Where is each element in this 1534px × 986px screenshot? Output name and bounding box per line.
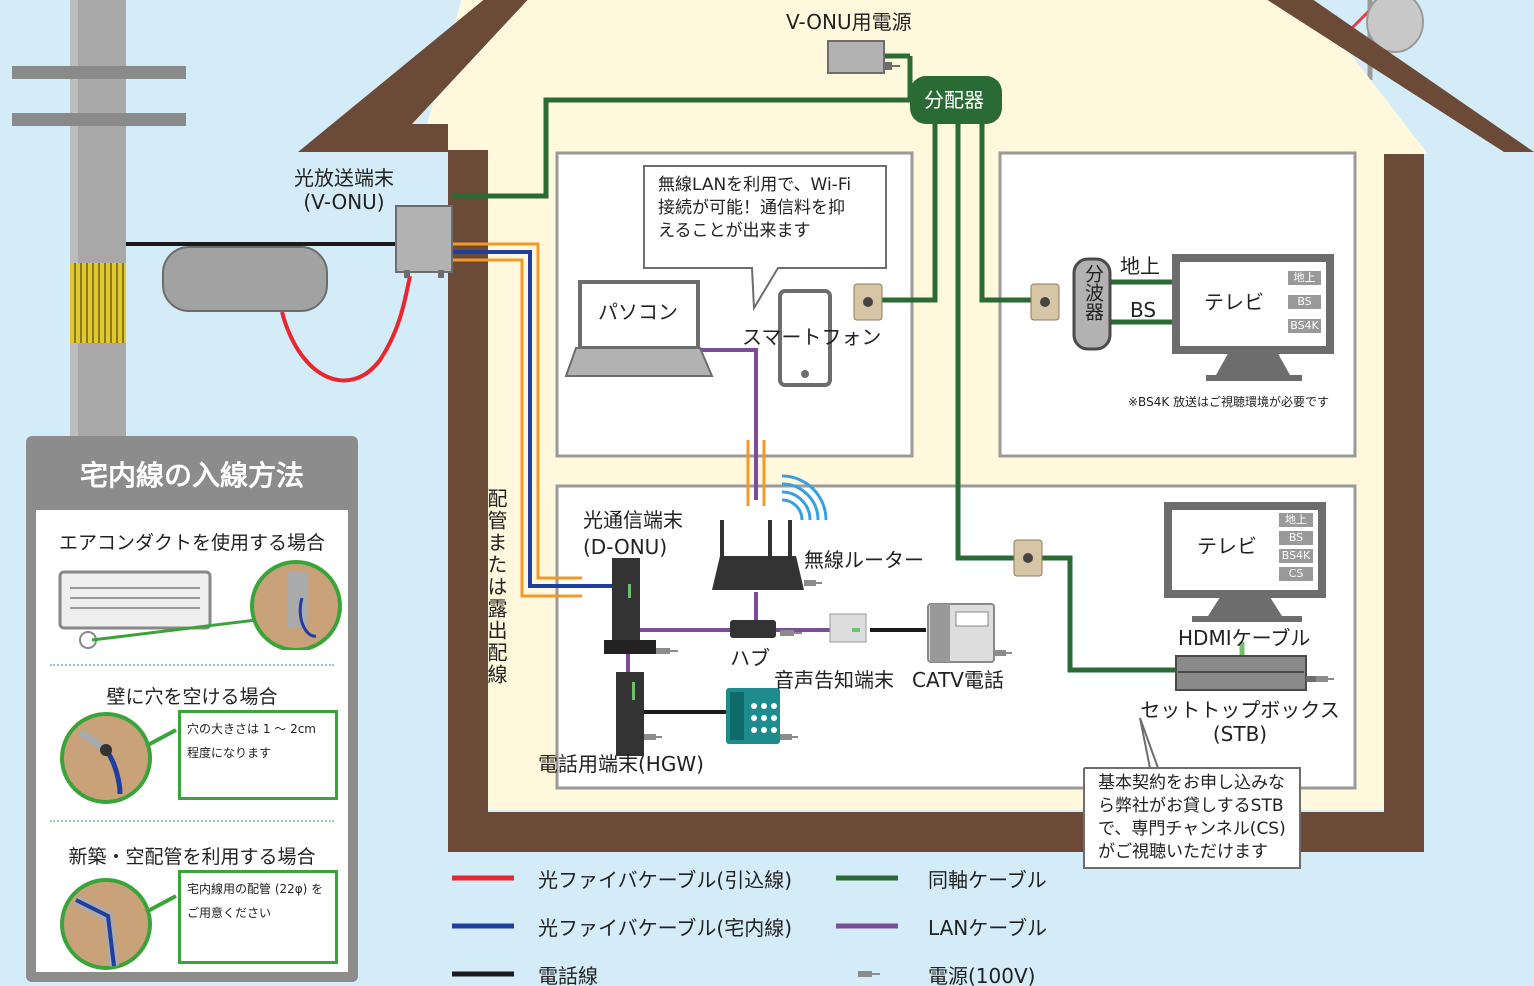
wall-outlet-icon <box>1030 283 1060 321</box>
aircon-duct-illustration <box>58 560 342 650</box>
tv2-tag: 地上 <box>1278 512 1314 528</box>
conduit-illustration <box>60 878 177 970</box>
tv1-tag: BS4K <box>1287 318 1322 334</box>
tv1-tag: BS <box>1287 294 1322 310</box>
v-onu-power-adapter <box>827 40 900 74</box>
terrestrial-label: 地上 <box>1120 254 1160 278</box>
bubble-wifi-text: 無線LANを利用で、Wi-Fi 接続が可能！通信料を抑 えることが出来ます <box>658 175 852 241</box>
splitter-label: 分配器 <box>924 88 984 112</box>
wall-outlet-icon <box>853 283 883 321</box>
v-onu-power-label: V-ONU用電源 <box>786 10 912 34</box>
stb-device <box>1175 655 1316 691</box>
closure-box <box>162 246 328 312</box>
bubble-stb-shape <box>1083 717 1301 869</box>
wifi-router-icon <box>712 474 828 590</box>
bs-label: BS <box>1130 298 1157 322</box>
panel-divider <box>50 820 334 822</box>
hgw-device <box>616 672 644 756</box>
bubble-stb-text: 基本契約をお申し込みな ら弊社がお貸しするSTB で、専門チャンネル(CS) が… <box>1098 773 1286 862</box>
tv2-tag: CS <box>1278 566 1314 582</box>
demux-box <box>1072 257 1112 351</box>
splitter-box <box>910 76 1002 124</box>
conduit-label: 配管または露出配線 <box>484 488 508 686</box>
d-onu-label-1: 光通信端末 <box>583 508 683 532</box>
voice-alert-label: 音声告知端末 <box>774 668 894 692</box>
method-conduit-title: 新築・空配管を利用する場合 <box>68 846 316 868</box>
legend-swatches <box>452 875 898 977</box>
wifi-router-label: 無線ルーター <box>804 548 924 572</box>
method-wall-title: 壁に穴を空ける場合 <box>106 686 278 708</box>
pc-label: パソコン <box>598 300 678 324</box>
v-onu-label-1: 光放送端末 <box>294 166 394 190</box>
catv-phone-label: CATV電話 <box>912 668 1004 692</box>
method-conduit-note: 宅内線用の配管 (22φ) を ご用意ください <box>178 870 338 964</box>
legend-fiber-indoor: 光ファイバケーブル(宅内線) <box>538 916 793 940</box>
smartphone-label: スマートフォン <box>742 325 882 349</box>
stb-label-2: (STB) <box>1212 722 1268 746</box>
legend-coax: 同軸ケーブル <box>928 868 1047 892</box>
v-onu-device <box>395 205 453 278</box>
laptop-icon <box>564 280 714 377</box>
d-onu-label-2: (D-ONU) <box>583 535 668 559</box>
power-plug-icon <box>644 580 1334 740</box>
tv1-label: テレビ <box>1204 290 1264 314</box>
installation-methods-panel: 宅内線の入線方法 エアコンダクトを使用する場合 壁に穴を空ける場合 穴の大きさは… <box>26 436 358 982</box>
legend-lan: LANケーブル <box>928 916 1048 940</box>
legend-fiber-dropline: 光ファイバケーブル(引込線) <box>538 868 793 892</box>
hgw-label: 電話用端末(HGW) <box>538 752 704 776</box>
method-aircon-title: エアコンダクトを使用する場合 <box>58 532 325 554</box>
tv2-tag: BS4K <box>1278 548 1314 564</box>
legend-phone-line: 電話線 <box>538 964 598 986</box>
panel-divider <box>50 664 334 666</box>
phone-icon <box>726 688 780 744</box>
catv-phone-icon <box>927 603 995 663</box>
wall-outlet-icon <box>1013 539 1043 577</box>
fiber-dropline <box>280 275 412 383</box>
wall-hole-illustration <box>60 712 177 804</box>
legend-power: 電源(100V) <box>928 964 1036 986</box>
method-wall-note: 穴の大きさは 1 ～ 2cm 程度になります <box>178 710 338 800</box>
d-onu-device <box>604 558 656 654</box>
bubble-wifi-shape <box>643 165 887 312</box>
utility-pole <box>12 0 186 440</box>
panel-title: 宅内線の入線方法 <box>79 459 304 492</box>
panel-body: エアコンダクトを使用する場合 壁に穴を空ける場合 穴の大きさは 1 ～ 2cm … <box>36 510 348 972</box>
hub-label: ハブ <box>730 646 770 670</box>
tv2-label: テレビ <box>1197 534 1257 558</box>
indoor-fiber <box>452 242 612 598</box>
voice-alert-device <box>829 613 867 643</box>
smartphone-icon <box>778 289 832 387</box>
stb-label-1: セットトップボックス <box>1140 698 1340 722</box>
tv2-tag: BS <box>1278 530 1314 546</box>
v-onu-label-2: (V-ONU) <box>303 190 385 214</box>
bs4k-note: ※BS4K 放送はご視聴環境が必要です <box>1128 395 1330 409</box>
hub-device <box>730 620 776 638</box>
demux-label: 分波器 <box>1082 264 1104 321</box>
tv1-tag: 地上 <box>1287 270 1322 286</box>
hdmi-label: HDMIケーブル <box>1178 626 1311 650</box>
